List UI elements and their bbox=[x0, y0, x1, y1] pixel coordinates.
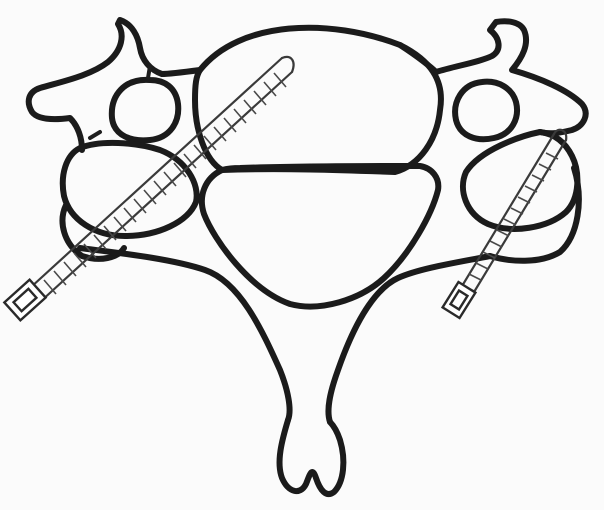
left-screw-shaft-bottom bbox=[40, 72, 292, 302]
right-transverse-foramen bbox=[455, 82, 517, 140]
left-foramen-tick bbox=[148, 66, 150, 78]
left-screw-shaft-top bbox=[30, 58, 282, 288]
left-lamina bbox=[80, 248, 290, 420]
right-transverse-process bbox=[436, 21, 586, 133]
left-transverse-process bbox=[29, 20, 162, 150]
left-transverse-foramen bbox=[112, 80, 178, 141]
left-lateral-mass-tick bbox=[90, 132, 100, 138]
body-top-right-edge bbox=[400, 45, 436, 72]
left-lateral-mass bbox=[63, 143, 197, 236]
bifid-spinous-process bbox=[280, 420, 344, 494]
body-top-left-edge bbox=[162, 70, 200, 74]
spinal-canal bbox=[202, 166, 438, 306]
left-screw-tip bbox=[282, 57, 294, 72]
